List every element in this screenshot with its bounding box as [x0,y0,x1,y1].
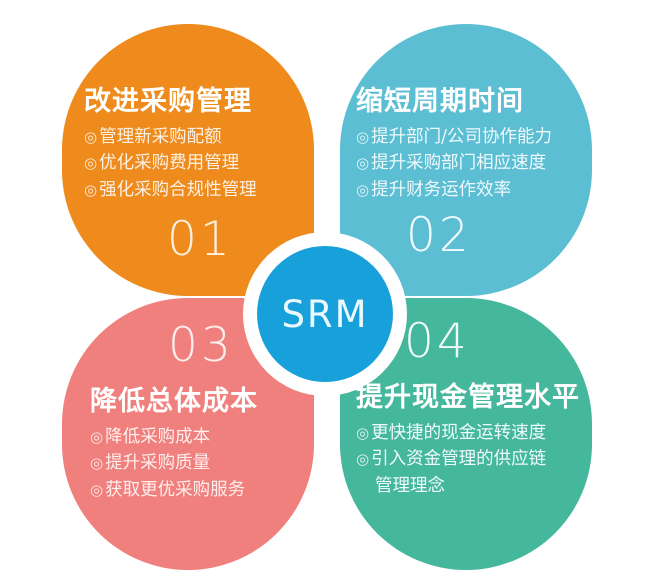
list-item: ◎引入资金管理的供应链 [356,446,592,473]
list-item-label: 强化采购合规性管理 [99,180,257,201]
petal-04-index: 04 [404,314,470,369]
list-item-label: 优化采购费用管理 [99,153,240,174]
petal-03-list: ◎降低采购成本 ◎提升采购质量 ◎获取更优采购服务 [90,424,314,504]
bullet-icon: ◎ [356,423,370,442]
list-item-label: 引入资金管理的供应链 [371,449,547,470]
center-disc: SRM [257,246,393,382]
list-item-label: 提升采购部门相应速度 [371,153,547,174]
list-item-label: 管理理念 [375,476,445,497]
list-item: ◎提升部门/公司协作能力 [356,124,592,151]
petal-04-title: 提升现金管理水平 [356,382,580,413]
list-item: ◎更快捷的现金运转速度 [356,420,592,447]
bullet-icon: ◎ [356,181,370,200]
petal-03[interactable]: 降低总体成本 ◎降低采购成本 ◎提升采购质量 ◎获取更优采购服务 [62,298,314,570]
list-item-label: 降低采购成本 [105,426,211,447]
bullet-icon: ◎ [356,127,370,146]
list-item: ◎优化采购费用管理 [84,150,314,177]
petal-02-content: 缩短周期时间 ◎提升部门/公司协作能力 ◎提升采购部门相应速度 ◎提升财务运作效… [356,86,592,204]
petal-02[interactable]: 缩短周期时间 ◎提升部门/公司协作能力 ◎提升采购部门相应速度 ◎提升财务运作效… [340,24,592,296]
bullet-icon: ◎ [356,450,370,469]
list-item: ◎管理新采购配额 [84,124,314,151]
petal-03-index: 03 [168,318,234,373]
list-item-label: 提升财务运作效率 [371,180,512,201]
petal-04-list: ◎更快捷的现金运转速度 ◎引入资金管理的供应链 管理理念 [356,420,592,500]
petal-01[interactable]: 改进采购管理 ◎管理新采购配额 ◎优化采购费用管理 ◎强化采购合规性管理 [62,24,314,296]
petal-01-content: 改进采购管理 ◎管理新采购配额 ◎优化采购费用管理 ◎强化采购合规性管理 [84,86,314,204]
list-item-label: 更快捷的现金运转速度 [371,422,547,443]
list-item-label: 管理新采购配额 [99,126,222,147]
bullet-icon: ◎ [90,481,104,500]
petal-04-content: 提升现金管理水平 ◎更快捷的现金运转速度 ◎引入资金管理的供应链 管理理念 [356,382,592,500]
bullet-icon: ◎ [84,127,98,146]
petal-01-index: 01 [167,212,233,267]
list-item-label: 提升部门/公司协作能力 [371,126,552,147]
list-item: 管理理念 [356,473,592,500]
petal-02-title: 缩短周期时间 [356,86,524,117]
petal-01-title: 改进采购管理 [84,86,252,117]
list-item: ◎强化采购合规性管理 [84,177,314,204]
petal-01-list: ◎管理新采购配额 ◎优化采购费用管理 ◎强化采购合规性管理 [84,124,314,204]
bullet-icon: ◎ [84,181,98,200]
list-item-label: 获取更优采购服务 [105,480,246,501]
list-item: ◎提升采购部门相应速度 [356,150,592,177]
bullet-icon: ◎ [90,454,104,473]
center-label: SRM [281,292,369,336]
bullet-icon: ◎ [84,154,98,173]
petal-02-shape [340,24,592,296]
list-item: ◎降低采购成本 [90,424,314,451]
list-item: ◎获取更优采购服务 [90,477,314,504]
center-hub[interactable]: SRM [243,232,407,396]
petal-03-title: 降低总体成本 [90,386,258,417]
petal-02-index: 02 [406,208,472,263]
list-item: ◎提升财务运作效率 [356,177,592,204]
petal-03-content: 降低总体成本 ◎降低采购成本 ◎提升采购质量 ◎获取更优采购服务 [90,386,314,504]
bullet-icon: ◎ [356,154,370,173]
petal-02-list: ◎提升部门/公司协作能力 ◎提升采购部门相应速度 ◎提升财务运作效率 [356,124,592,204]
bullet-icon: ◎ [90,427,104,446]
list-item: ◎提升采购质量 [90,450,314,477]
list-item-label: 提升采购质量 [105,453,211,474]
